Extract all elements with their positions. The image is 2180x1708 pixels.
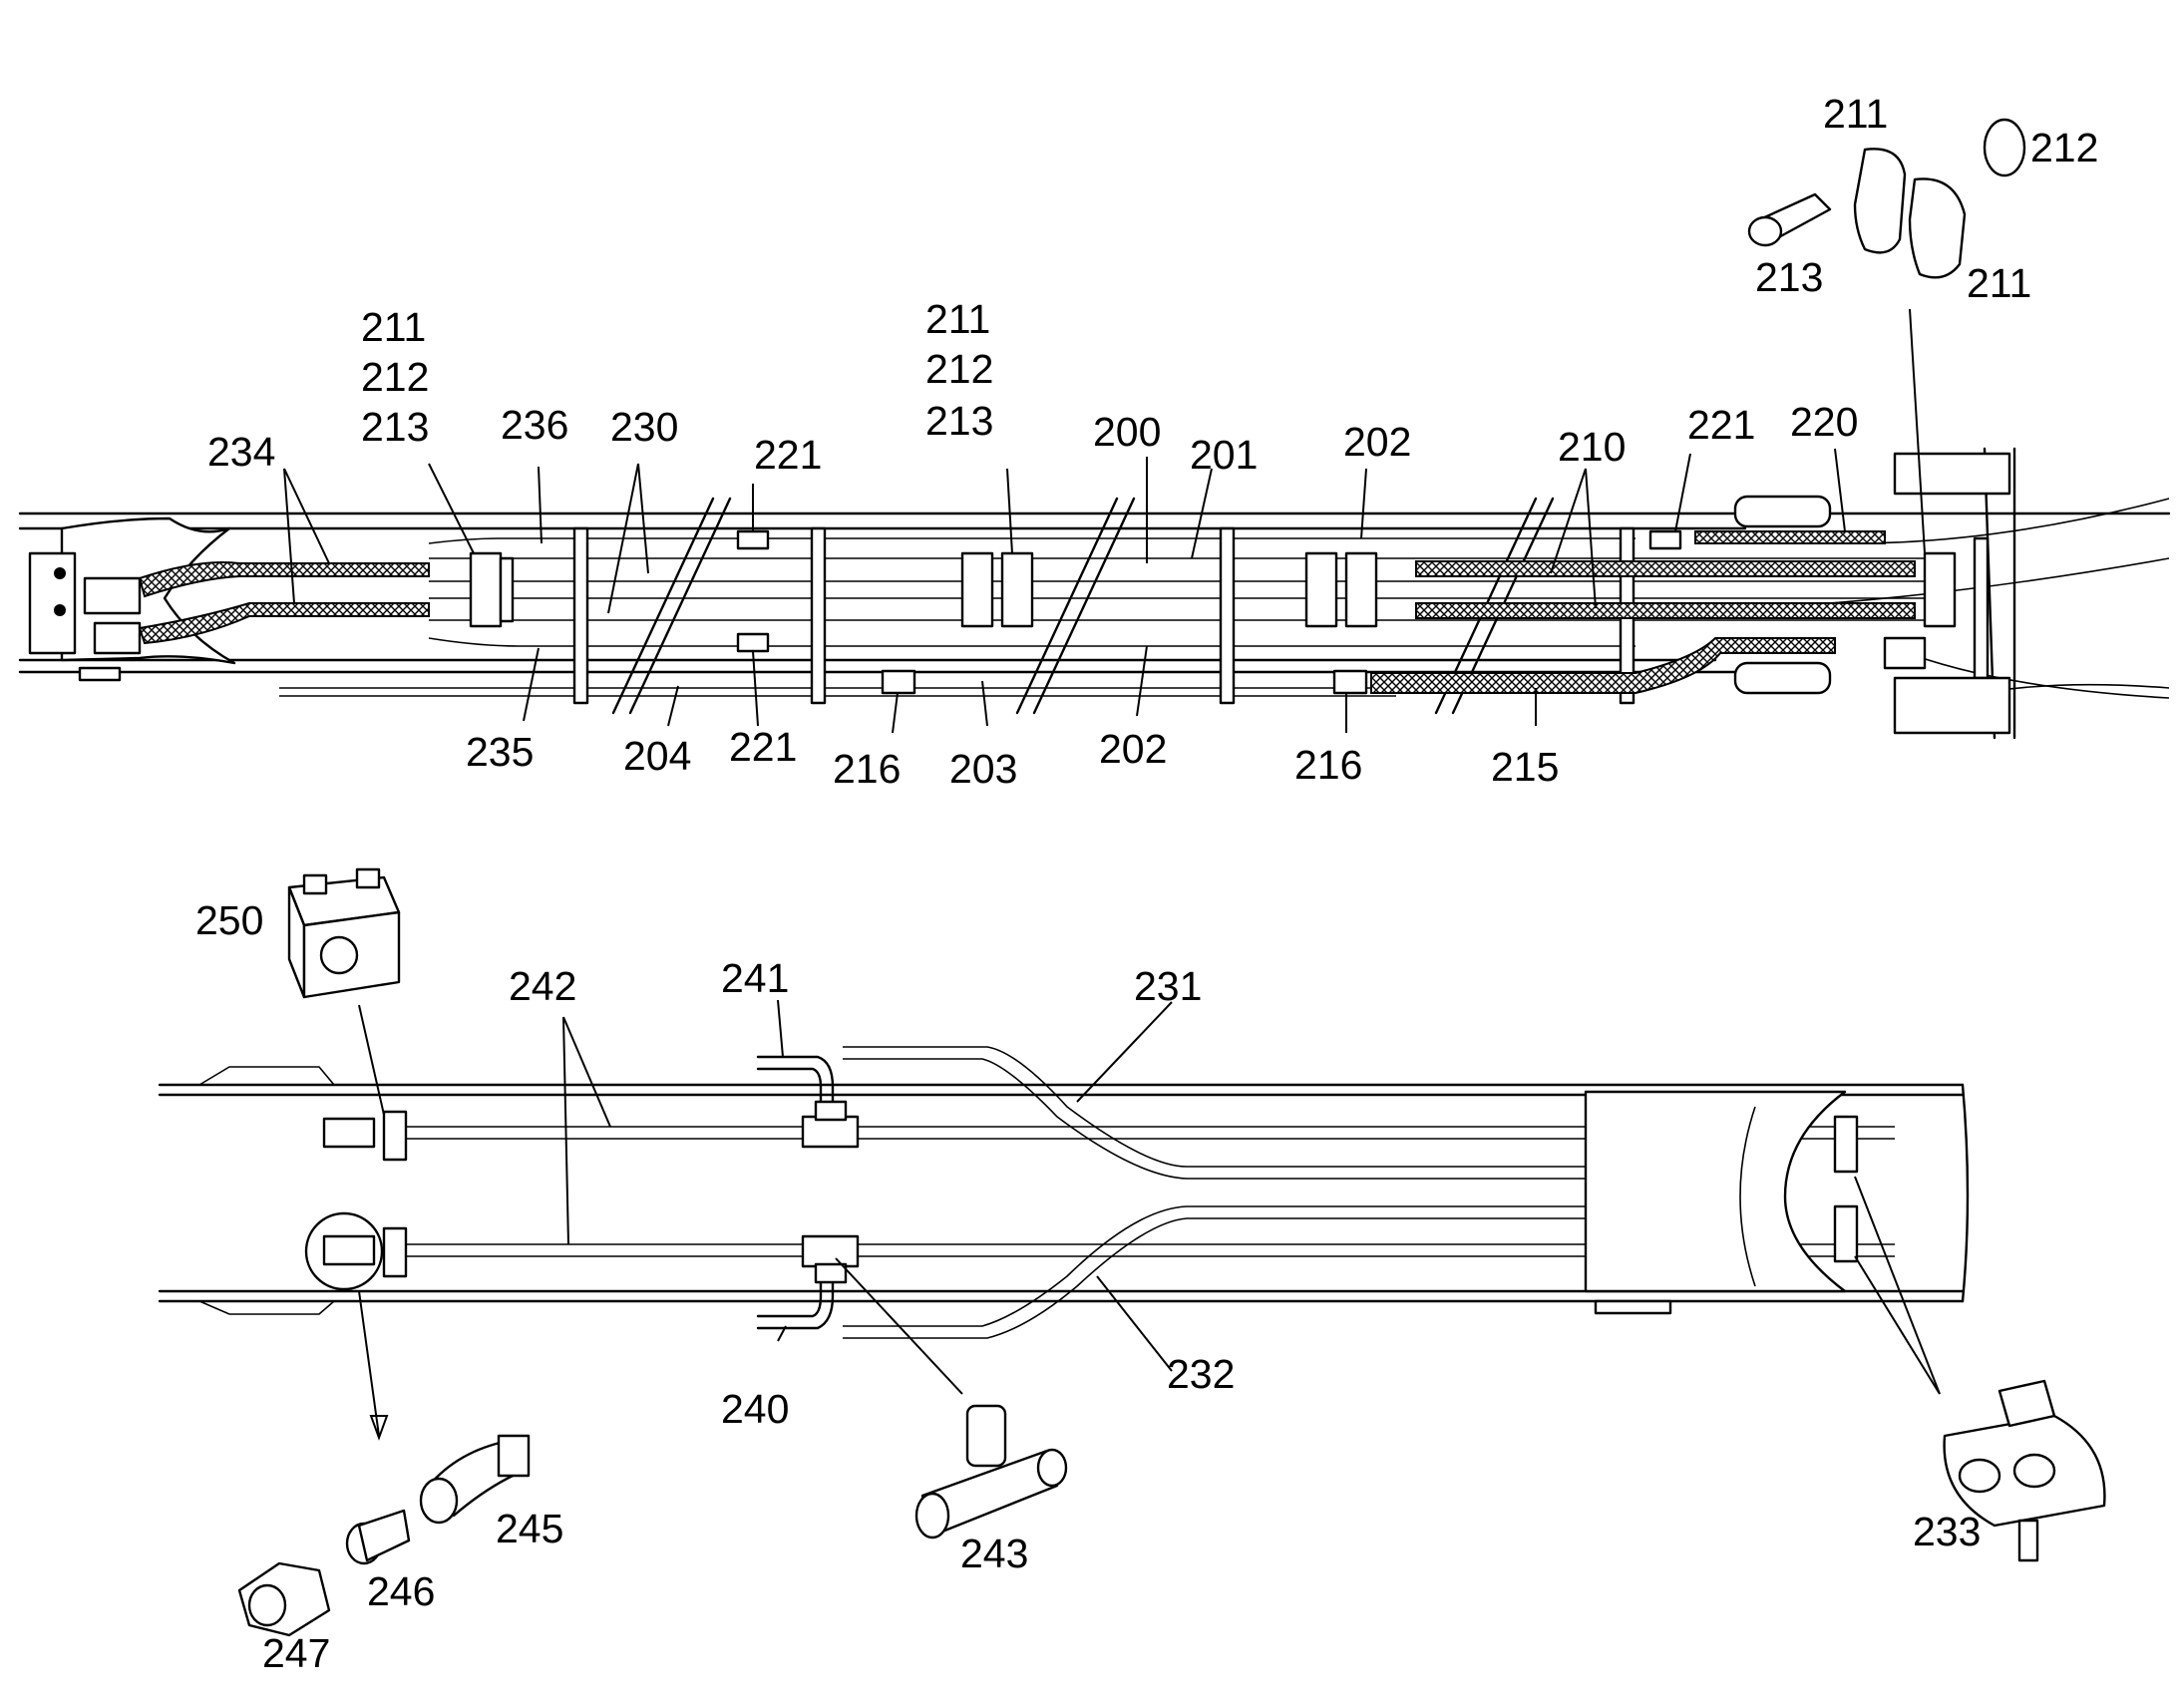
label-231: 231 <box>1134 963 1202 1009</box>
right-end-socket <box>1584 1090 1859 1293</box>
label-216-left: 216 <box>833 746 901 792</box>
clamp-233 <box>1943 1379 2106 1562</box>
tube-231 <box>843 1046 1705 1180</box>
label-212-stack2: 212 <box>925 346 993 392</box>
tube-232 <box>843 1205 1705 1339</box>
fitting-245 <box>419 1434 531 1525</box>
label-242: 242 <box>509 963 576 1009</box>
label-211-stack1: 211 <box>361 304 426 350</box>
flange-half-211b <box>1908 177 1967 279</box>
label-200: 200 <box>1093 409 1161 455</box>
label-233: 233 <box>1913 1509 1981 1554</box>
label-250: 250 <box>195 897 263 943</box>
hose-234 <box>138 561 430 645</box>
label-204: 204 <box>623 733 691 779</box>
label-235: 235 <box>466 729 534 775</box>
exploded-flange-parts <box>1747 118 2026 279</box>
left-end-fittings <box>304 1110 408 1291</box>
upper-leader-lines <box>283 308 1926 734</box>
label-221-top-left: 221 <box>754 432 822 478</box>
label-245: 245 <box>496 1506 563 1551</box>
label-203: 203 <box>949 746 1017 792</box>
hose-220 <box>1694 495 1886 695</box>
label-215: 215 <box>1491 744 1559 790</box>
upper-tube-bundle <box>279 537 1935 697</box>
label-247: 247 <box>262 1630 330 1676</box>
elbow-241 <box>756 1055 835 1104</box>
label-234: 234 <box>207 429 275 475</box>
label-241: 241 <box>721 955 789 1001</box>
callout-labels: 211 212 213 211 211 212 213 211 212 213 … <box>195 91 2098 1676</box>
hose-215 <box>1370 637 1836 694</box>
label-212-stack1: 212 <box>361 354 429 400</box>
label-202-bottom: 202 <box>1099 726 1167 772</box>
nut-247 <box>237 1561 331 1637</box>
o-ring-212 <box>1983 118 2026 177</box>
label-230: 230 <box>610 404 678 450</box>
upper-boom-frame <box>18 447 2171 740</box>
label-220: 220 <box>1790 399 1858 445</box>
label-240: 240 <box>721 1386 789 1432</box>
right-end-block <box>1883 452 2011 735</box>
label-210: 210 <box>1558 424 1626 470</box>
label-232: 232 <box>1167 1351 1235 1397</box>
label-243: 243 <box>960 1531 1028 1576</box>
left-end-bracket <box>28 516 236 682</box>
label-213-stack2: 213 <box>925 398 993 444</box>
label-212-top: 212 <box>2030 125 2098 171</box>
hose-210 <box>1415 560 1916 619</box>
upper-boom-assembly <box>18 118 2171 740</box>
label-202-top: 202 <box>1343 419 1411 465</box>
label-246: 246 <box>367 1568 435 1614</box>
label-201: 201 <box>1190 432 1258 478</box>
tee-243 <box>914 1404 1068 1539</box>
label-221-top-right: 221 <box>1687 402 1755 448</box>
clamp-250 <box>287 867 401 999</box>
nipple-246 <box>345 1509 411 1565</box>
label-213-top: 213 <box>1755 254 1823 300</box>
elbow-240 <box>756 1279 835 1330</box>
label-211-top: 211 <box>1823 91 1888 137</box>
label-236: 236 <box>501 402 568 448</box>
flange-half-211a <box>1853 148 1907 254</box>
label-211-stack2: 211 <box>925 296 990 342</box>
lower-boom-assembly <box>158 867 2106 1637</box>
label-216-right: 216 <box>1294 742 1362 788</box>
label-211-right: 211 <box>1967 260 2031 306</box>
label-213-stack1: 213 <box>361 404 429 450</box>
clamp-strips <box>572 526 1990 705</box>
tee-fittings <box>801 1100 860 1284</box>
flange-connections <box>469 551 1957 628</box>
label-221-bottom: 221 <box>729 724 797 770</box>
leader-lines <box>358 999 1941 1441</box>
